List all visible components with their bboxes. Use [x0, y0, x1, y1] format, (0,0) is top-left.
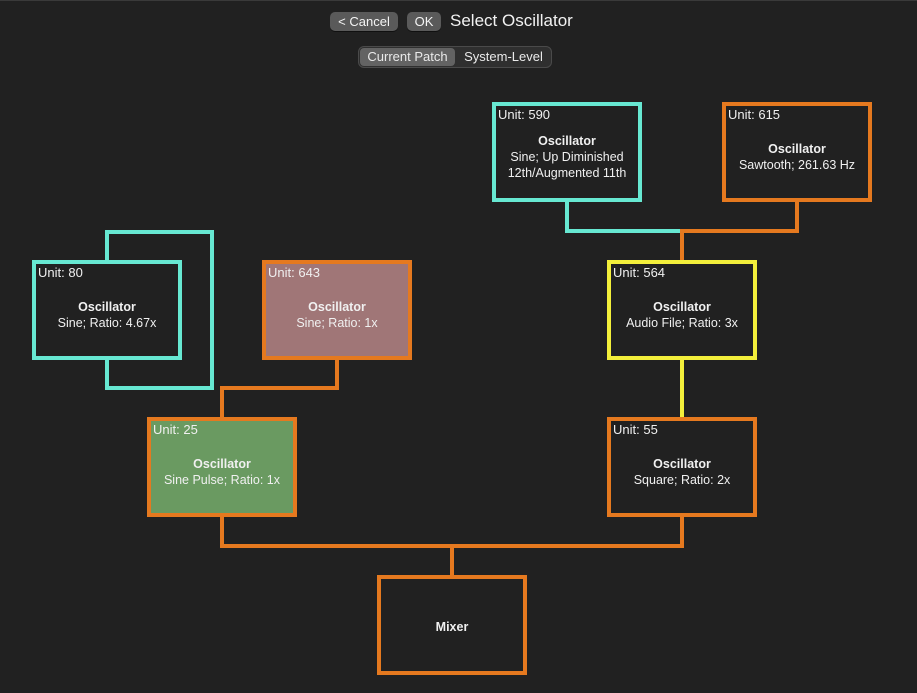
cancel-button[interactable]: < Cancel — [330, 12, 398, 31]
mixer-node: Mixer — [377, 575, 527, 675]
wire-80-feedback — [105, 230, 214, 390]
unit-label: Unit: 590 — [498, 107, 551, 122]
node-name: Oscillator — [538, 134, 596, 148]
window-top-border — [0, 0, 917, 1]
unit-label: Unit: 55 — [613, 422, 658, 437]
node-description: Square; Ratio: 2x — [633, 473, 731, 487]
dialog-title: Select Oscillator — [450, 11, 573, 30]
segment-system-level[interactable]: System-Level — [464, 49, 543, 64]
node-description: Audio File; Ratio: 3x — [626, 316, 738, 330]
segment-current-patch[interactable]: Current Patch — [360, 48, 455, 66]
node-description: Sine; Ratio: 1x — [296, 316, 378, 330]
wire-590-to-564 — [565, 200, 682, 233]
unit-label: Unit: 25 — [153, 422, 198, 437]
unit-label: Unit: 615 — [728, 107, 781, 122]
node-description: Sine; Ratio: 4.67x — [57, 316, 157, 330]
node-description: Sine Pulse; Ratio: 1x — [163, 473, 281, 487]
node-description: Sine; Up Diminished 12th/Augmented 11th — [507, 150, 627, 180]
node-name: Oscillator — [193, 457, 251, 471]
wire-25-to-mixer — [220, 515, 454, 577]
node-name: Oscillator — [78, 300, 136, 314]
node-name: Oscillator — [768, 142, 826, 156]
node-name: Oscillator — [653, 457, 711, 471]
unit-label: Unit: 564 — [613, 265, 666, 280]
oscillator-node-615[interactable]: Unit: 615 Oscillator Sawtooth; 261.63 Hz — [722, 102, 872, 202]
unit-label: Unit: 80 — [38, 265, 83, 280]
node-description: Sawtooth; 261.63 Hz — [738, 158, 856, 172]
mixer-label: Mixer — [435, 620, 469, 634]
oscillator-node-55[interactable]: Unit: 55 Oscillator Square; Ratio: 2x — [607, 417, 757, 517]
oscillator-node-643[interactable]: Unit: 643 Oscillator Sine; Ratio: 1x — [262, 260, 412, 360]
wire-615-to-564 — [680, 200, 799, 262]
wire-55-to-mixer — [452, 515, 684, 548]
oscillator-node-25[interactable]: Unit: 25 Oscillator Sine Pulse; Ratio: 1… — [147, 417, 297, 517]
wire-643-to-25 — [220, 358, 339, 419]
oscillator-node-590[interactable]: Unit: 590 Oscillator Sine; Up Diminished… — [492, 102, 642, 202]
node-name: Oscillator — [653, 300, 711, 314]
unit-label: Unit: 643 — [268, 265, 321, 280]
ok-button[interactable]: OK — [407, 12, 441, 31]
oscillator-node-80[interactable]: Unit: 80 Oscillator Sine; Ratio: 4.67x — [32, 260, 182, 360]
oscillator-node-564[interactable]: Unit: 564 Oscillator Audio File; Ratio: … — [607, 260, 757, 360]
patch-scope-segmented-control: Current Patch System-Level — [358, 46, 552, 68]
node-name: Oscillator — [308, 300, 366, 314]
